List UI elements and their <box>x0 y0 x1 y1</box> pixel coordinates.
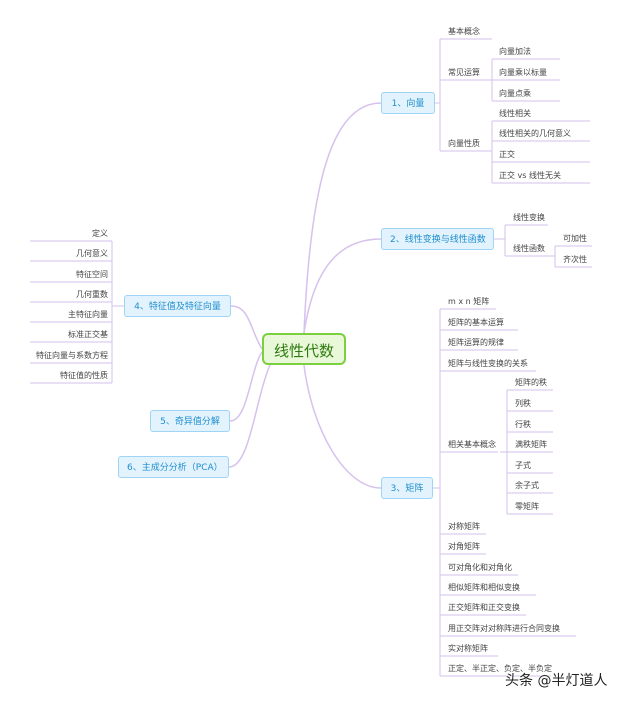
matrix-item[interactable]: 对角矩阵 <box>448 542 480 551</box>
connector-line <box>229 351 263 422</box>
linear-function-leaf[interactable]: 线性函数 <box>513 244 545 253</box>
matrix-related-item[interactable]: 行秩 <box>515 420 531 429</box>
matrix-item[interactable]: 正定、半正定、负定、半负定 <box>448 664 552 673</box>
connector-line <box>303 102 382 334</box>
eigen-item[interactable]: 标准正交基 <box>68 330 108 339</box>
linear-function-item[interactable]: 可加性 <box>563 234 587 243</box>
vector-prop-item[interactable]: 正交 vs 线性无关 <box>499 171 561 180</box>
matrix-item[interactable]: 矩阵的基本运算 <box>448 318 504 327</box>
branch-vector[interactable]: 1、向量 <box>381 92 435 114</box>
matrix-related-item[interactable]: 余子式 <box>515 481 539 490</box>
eigen-item[interactable]: 几何意义 <box>76 249 108 258</box>
eigen-item[interactable]: 几何重数 <box>76 290 108 299</box>
matrix-item[interactable]: 相似矩阵和相似变换 <box>448 583 520 592</box>
matrix-item[interactable]: 可对角化和对角化 <box>448 563 512 572</box>
vector-concept[interactable]: 基本概念 <box>448 27 480 36</box>
matrix-item[interactable]: m x n 矩阵 <box>448 297 490 306</box>
matrix-item[interactable]: 矩阵与线性变换的关系 <box>448 359 528 368</box>
matrix-item[interactable]: 实对称矩阵 <box>448 644 488 653</box>
matrix-related-item[interactable]: 矩阵的秩 <box>515 378 547 387</box>
vector-ops[interactable]: 常见运算 <box>448 68 480 77</box>
matrix-item[interactable]: 用正交阵对对称阵进行合同变换 <box>448 624 560 633</box>
vector-op-item[interactable]: 向量点乘 <box>499 89 531 98</box>
matrix-related-item[interactable]: 列秩 <box>515 399 531 408</box>
watermark: 头条 @半灯道人 <box>505 673 608 689</box>
eigen-item[interactable]: 定义 <box>92 229 108 238</box>
eigen-item[interactable]: 特征向量与系数方程 <box>36 351 108 360</box>
vector-props[interactable]: 向量性质 <box>448 139 480 148</box>
matrix-related-item[interactable]: 子式 <box>515 461 531 470</box>
branch-linear-transform[interactable]: 2、线性变换与线性函数 <box>381 228 494 250</box>
matrix-related-item[interactable]: 满秩矩阵 <box>515 440 547 449</box>
vector-prop-item[interactable]: 正交 <box>499 150 515 159</box>
linear-function-item[interactable]: 齐次性 <box>563 255 587 264</box>
connector-line <box>303 364 382 489</box>
matrix-item[interactable]: 正交矩阵和正交变换 <box>448 603 520 612</box>
vector-op-item[interactable]: 向量加法 <box>499 47 531 56</box>
matrix-related[interactable]: 相关基本概念 <box>448 440 496 449</box>
matrix-item[interactable]: 对称矩阵 <box>448 522 480 531</box>
vector-prop-item[interactable]: 线性相关的几何意义 <box>499 129 571 138</box>
eigen-item[interactable]: 特征值的性质 <box>60 371 108 380</box>
linear-transform-leaf[interactable]: 线性变换 <box>513 213 545 222</box>
branch-matrix[interactable]: 3、矩阵 <box>381 477 433 499</box>
eigen-item[interactable]: 主特征向量 <box>68 310 108 319</box>
branch-svd[interactable]: 5、奇异值分解 <box>150 410 230 432</box>
connector-line <box>228 364 271 468</box>
branch-eigen[interactable]: 4、特征值及特征向量 <box>124 295 231 317</box>
matrix-item[interactable]: 矩阵运算的规律 <box>448 338 504 347</box>
connector-line <box>230 305 263 350</box>
vector-op-item[interactable]: 向量乘以标量 <box>499 68 547 77</box>
connector-line <box>303 238 382 334</box>
root-node[interactable]: 线性代数 <box>262 333 346 365</box>
branch-pca[interactable]: 6、主成分分析（PCA） <box>118 456 229 478</box>
matrix-related-item[interactable]: 零矩阵 <box>515 502 539 511</box>
eigen-item[interactable]: 特征空间 <box>76 270 108 279</box>
vector-prop-item[interactable]: 线性相关 <box>499 109 531 118</box>
